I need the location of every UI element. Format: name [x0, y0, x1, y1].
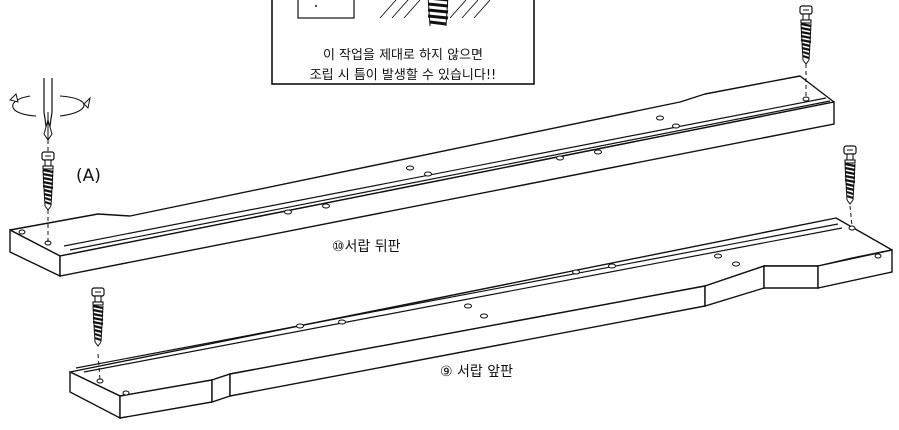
cam-bolt-icon	[798, 4, 814, 66]
part-label-drawer-back: ⑩서랍 뒤판	[332, 239, 401, 255]
inset-screw-illustration	[379, 0, 491, 27]
guide-lines	[47, 64, 853, 381]
part-label-drawer-front: ⑨ 서랍 앞판	[440, 364, 513, 380]
cam-bolt-icon	[90, 286, 106, 348]
warning-box	[271, 0, 535, 85]
warning-text-line2: 조립 시 틈이 발생할 수 있습니다!!	[309, 68, 497, 83]
rotation-arrow-icon	[9, 93, 91, 117]
drawer-front-panel	[69, 217, 893, 420]
screwdriver-icon	[43, 78, 53, 141]
drawer-back-panel	[9, 75, 835, 278]
warning-text-line1: 이 작업을 제대로 하지 않으면	[322, 48, 484, 63]
inset-panel-illustration	[297, 0, 355, 19]
callout-label-a: (A)	[76, 166, 101, 186]
cam-bolt-icon	[40, 150, 56, 212]
cam-bolt-icon	[842, 144, 858, 206]
